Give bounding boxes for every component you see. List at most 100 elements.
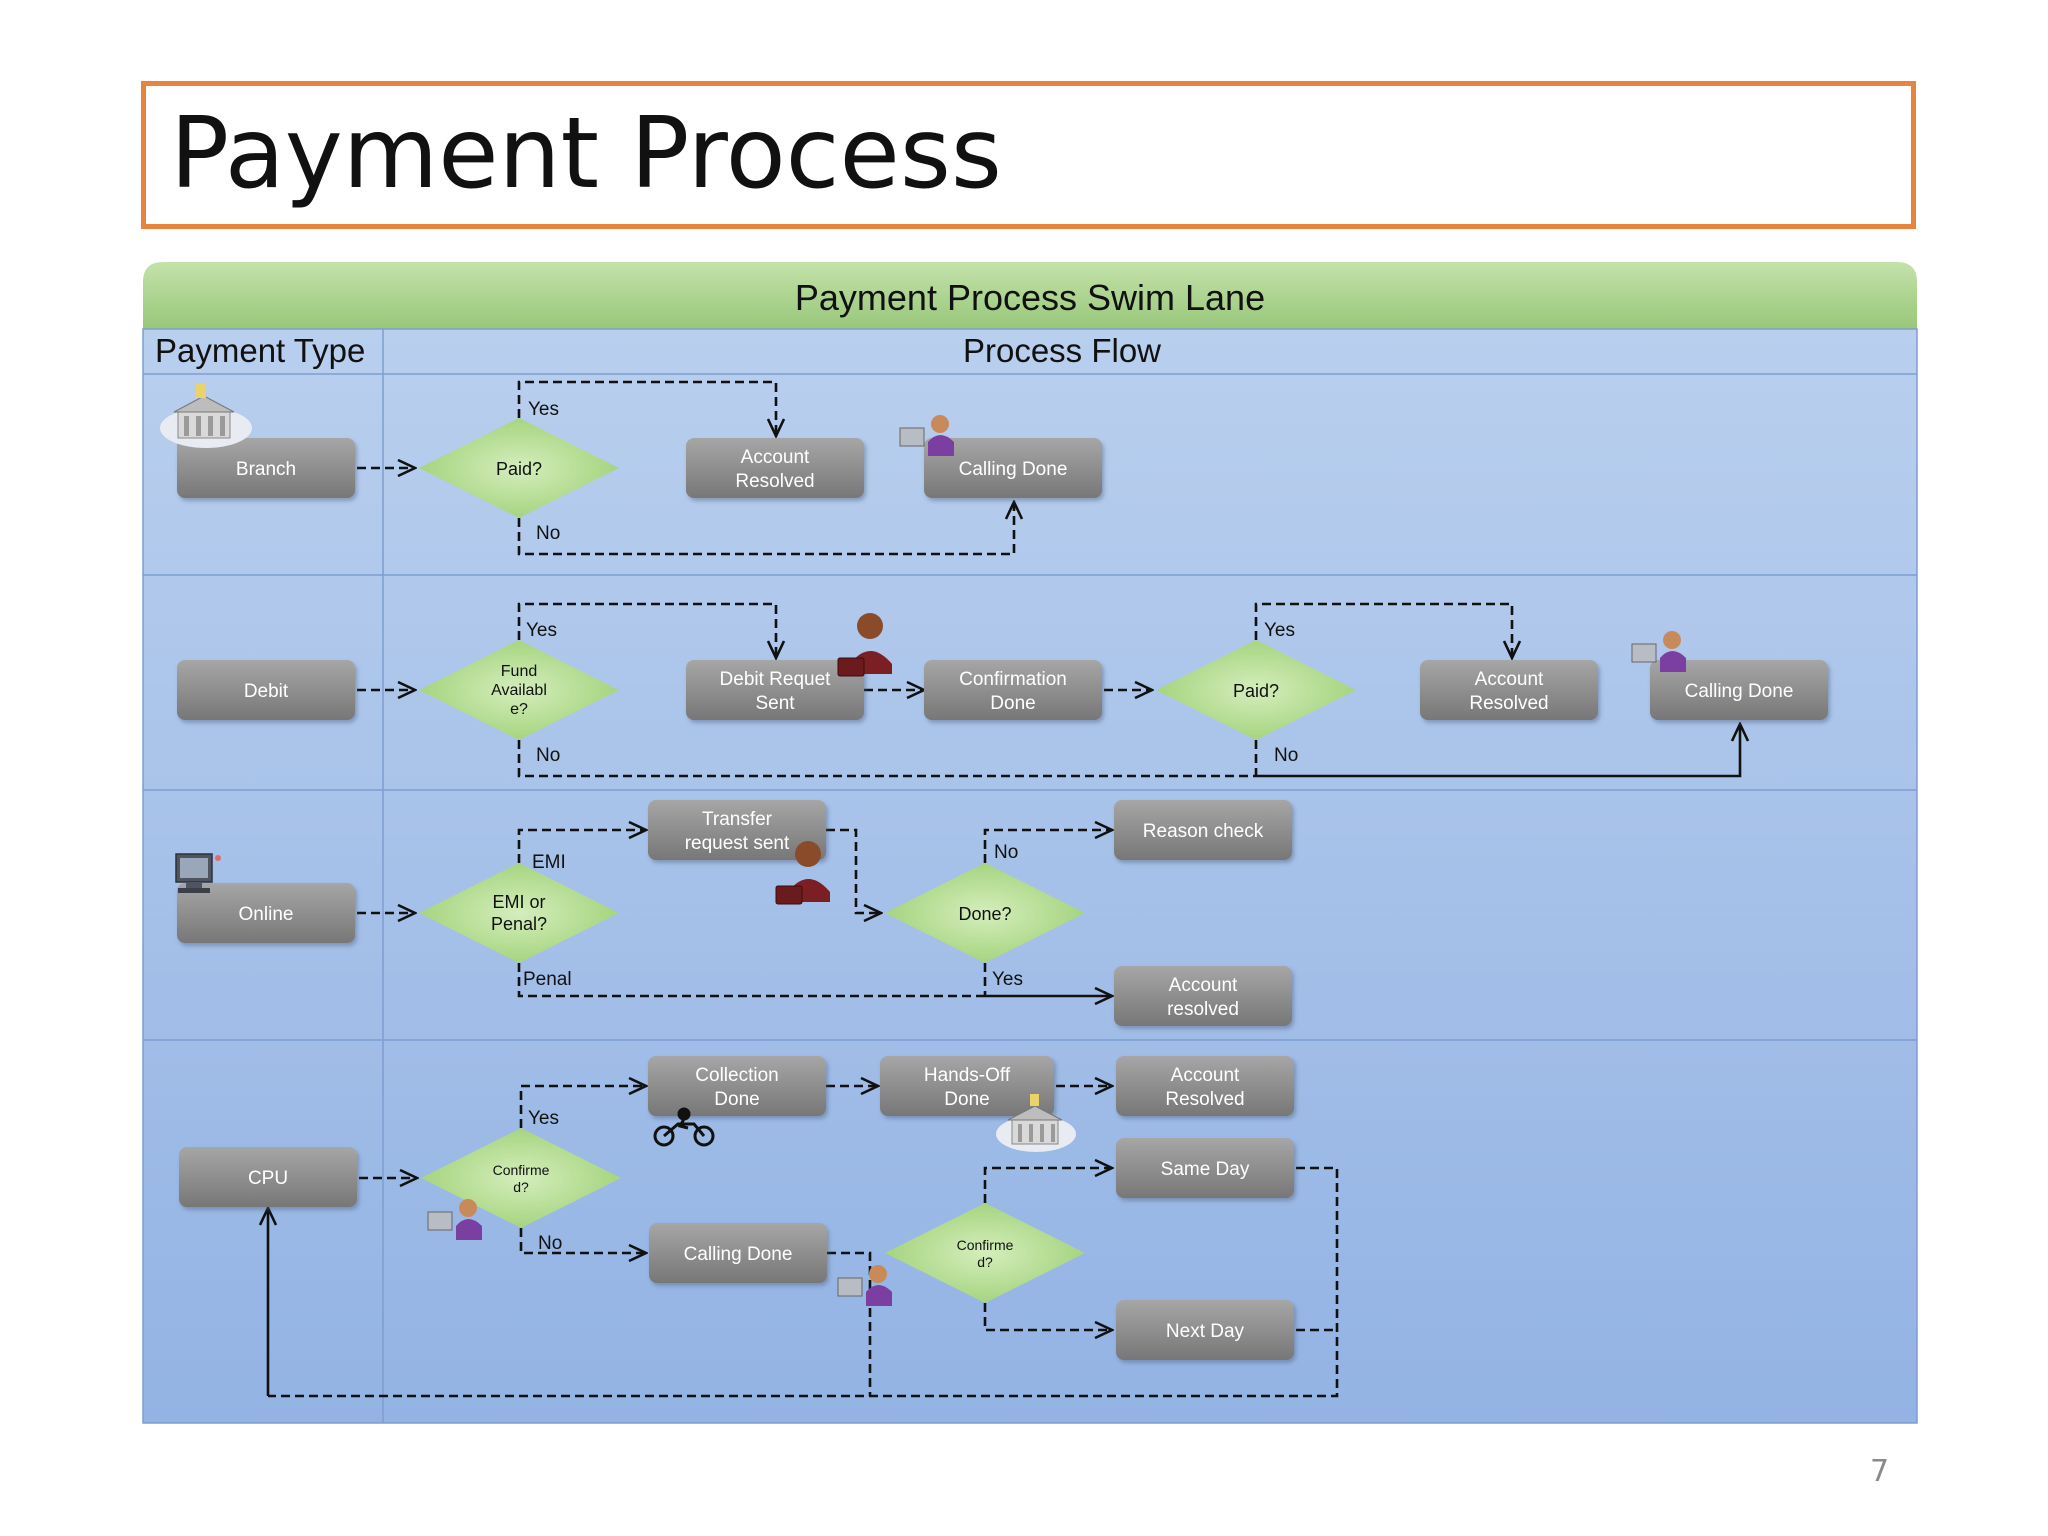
online-account-resolved-box xyxy=(1114,966,1292,1026)
column-header-payment-type: Payment Type xyxy=(155,332,365,369)
transfer-label-1: Transfer xyxy=(702,809,773,830)
debit-sent-label-1: Debit Requet xyxy=(720,669,832,690)
debit-decision2-label: Paid? xyxy=(1233,681,1279,701)
online-decision2-label: Done? xyxy=(958,904,1011,924)
same-day-label: Same Day xyxy=(1161,1159,1250,1180)
online-resolved-label-1: Account xyxy=(1169,975,1238,996)
businessman-icon xyxy=(837,613,892,677)
computer-icon xyxy=(175,853,221,893)
branch-box xyxy=(177,438,355,498)
cpu-account-resolved-box xyxy=(1116,1056,1294,1116)
collection-label-1: Collection xyxy=(695,1065,778,1086)
box-labels: Branch Account Resolved Calling Done Deb… xyxy=(236,447,1794,1342)
cpu-resolved-label-1: Account xyxy=(1171,1065,1240,1086)
cpu-decision2-label-1: Confirme xyxy=(957,1237,1014,1253)
agent-icon xyxy=(1631,631,1686,672)
transfer-label-2: request sent xyxy=(685,833,790,854)
debit-yes2-label: Yes xyxy=(1264,620,1295,641)
handsoff-label-1: Hands-Off xyxy=(924,1065,1011,1086)
transfer-request-box xyxy=(648,800,826,860)
handsoff-label-2: Done xyxy=(944,1089,989,1110)
branch-no-label: No xyxy=(536,523,560,544)
branch-account-resolved-box xyxy=(686,438,864,498)
debit-resolved-label-2: Resolved xyxy=(1469,693,1548,714)
cpu-calling-done-box xyxy=(649,1223,827,1283)
decision-diamonds xyxy=(419,418,1356,1303)
debit-calling-done-box xyxy=(1650,660,1828,720)
online-done-diamond xyxy=(885,863,1085,963)
diamond-labels: Paid? Fund Availabl e? Paid? EMI or Pena… xyxy=(491,459,1279,1270)
flow-connectors xyxy=(268,380,1512,1398)
debit-box xyxy=(177,660,355,720)
cpu-box xyxy=(179,1147,357,1207)
online-yes-label: Yes xyxy=(992,969,1023,990)
debit-decision1-label-3: e? xyxy=(510,701,528,718)
branch-calling-label: Calling Done xyxy=(959,459,1068,480)
bank-icon xyxy=(160,384,252,448)
debit-decision1-label-2: Availabl xyxy=(491,682,547,699)
handsoff-done-box xyxy=(880,1056,1054,1116)
cpu-yes-label: Yes xyxy=(528,1108,559,1129)
debit-no1-label: No xyxy=(536,745,560,766)
reason-check-label: Reason check xyxy=(1143,821,1264,842)
cpu-resolved-label-2: Resolved xyxy=(1165,1089,1244,1110)
collection-done-box xyxy=(648,1056,826,1116)
branch-paid-diamond xyxy=(419,418,619,518)
title-box: Payment Process xyxy=(141,81,1916,229)
branch-resolved-label-2: Resolved xyxy=(735,471,814,492)
debit-account-resolved-box xyxy=(1420,660,1598,720)
reason-check-box xyxy=(1114,800,1292,860)
next-day-label: Next Day xyxy=(1166,1321,1245,1342)
confirmation-label-2: Done xyxy=(990,693,1035,714)
agent-icon xyxy=(427,1199,482,1240)
page-number: 7 xyxy=(1870,1454,1890,1489)
debit-request-sent-box xyxy=(686,660,864,720)
branch-label: Branch xyxy=(236,459,296,480)
debit-sent-label-2: Sent xyxy=(755,693,795,714)
bank-icon xyxy=(996,1094,1076,1152)
swimlane-header xyxy=(143,262,1917,329)
confirmation-done-box xyxy=(924,660,1102,720)
online-box xyxy=(177,883,355,943)
online-emi-label: EMI xyxy=(532,852,566,873)
debit-label: Debit xyxy=(244,681,289,702)
debit-yes1-label: Yes xyxy=(526,620,557,641)
debit-decision1-label-1: Fund xyxy=(501,663,537,680)
agent-icon xyxy=(899,415,954,456)
online-penal-label: Penal xyxy=(523,969,572,990)
online-no-label: No xyxy=(994,842,1018,863)
collection-label-2: Done xyxy=(714,1089,759,1110)
agent-icon xyxy=(837,1265,892,1306)
same-day-box xyxy=(1116,1138,1294,1198)
cpu-decision1-label-1: Confirme xyxy=(493,1162,550,1178)
branch-yes-label: Yes xyxy=(528,399,559,420)
solid-connectors xyxy=(268,724,1740,1396)
cpu-decision2-label-2: d? xyxy=(977,1254,993,1270)
online-decision1-label-2: Penal? xyxy=(491,914,547,934)
column-header-process-flow: Process Flow xyxy=(963,332,1161,369)
online-label: Online xyxy=(239,904,294,925)
online-resolved-label-2: resolved xyxy=(1167,999,1239,1020)
cpu-no-label: No xyxy=(538,1233,562,1254)
online-emi-penal-diamond xyxy=(419,863,619,963)
debit-paid-diamond xyxy=(1156,640,1356,740)
debit-resolved-label-1: Account xyxy=(1475,669,1544,690)
cpu-label: CPU xyxy=(248,1168,288,1189)
branch-calling-done-box xyxy=(924,438,1102,498)
debit-calling-label: Calling Done xyxy=(1685,681,1794,702)
branch-resolved-label-1: Account xyxy=(741,447,810,468)
online-decision1-label-1: EMI or xyxy=(492,892,545,912)
branch-decision-label: Paid? xyxy=(496,459,542,479)
cpu-calling-label: Calling Done xyxy=(684,1244,793,1265)
motorbike-icon xyxy=(653,1107,715,1147)
slide-title: Payment Process xyxy=(170,97,1002,211)
confirmation-label-1: Confirmation xyxy=(959,669,1067,690)
next-day-box xyxy=(1116,1300,1294,1360)
debit-fund-available-diamond xyxy=(419,640,619,740)
edge-labels: Yes No Yes No Yes No EMI Penal No Yes Ye… xyxy=(523,399,1298,1254)
businessman-icon xyxy=(775,841,830,905)
process-boxes xyxy=(177,438,1828,1360)
lane-dividers xyxy=(143,329,1917,1423)
debit-no2-label: No xyxy=(1274,745,1298,766)
